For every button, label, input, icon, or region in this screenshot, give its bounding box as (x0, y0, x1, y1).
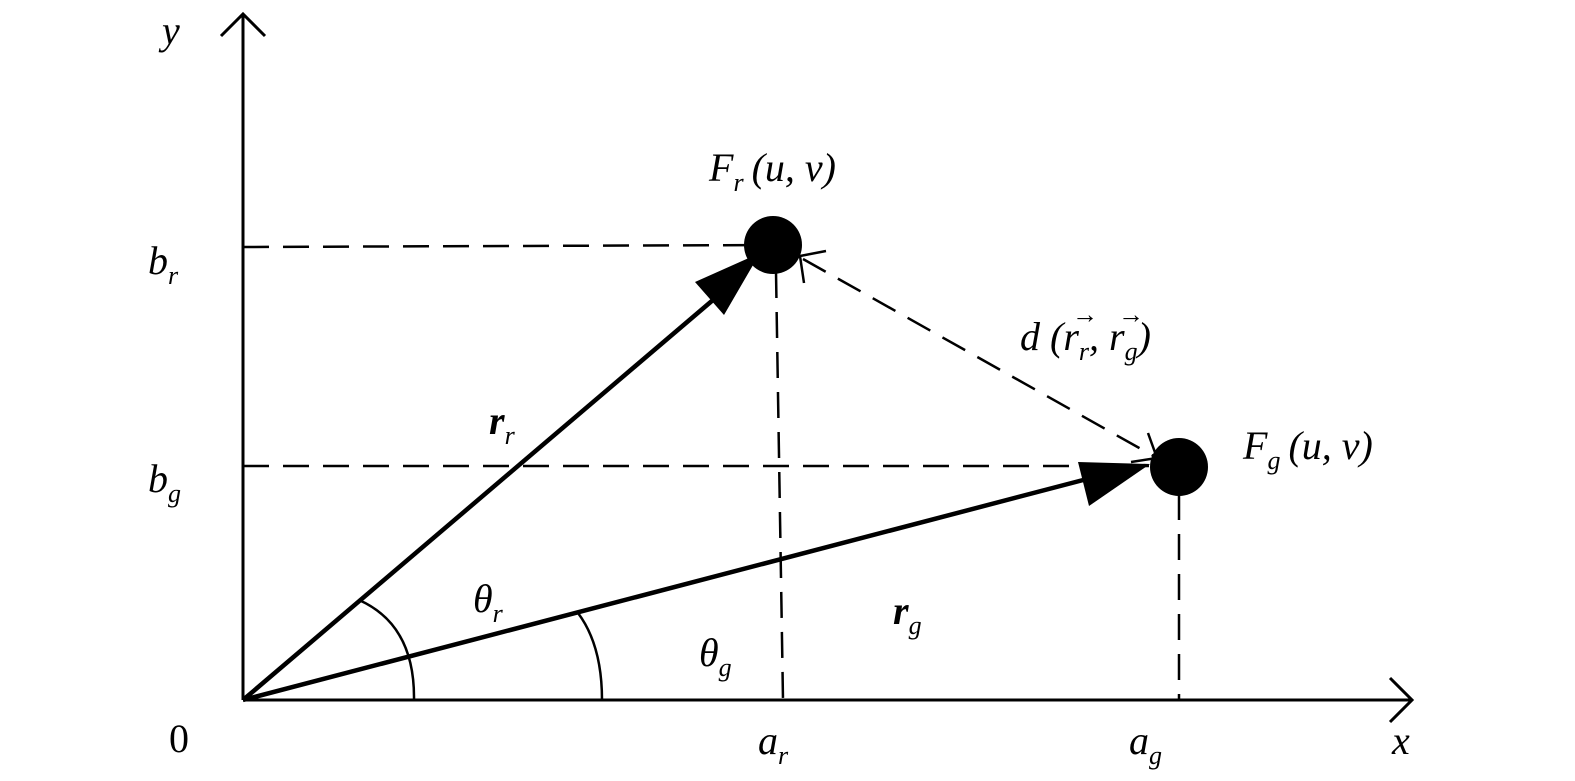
vector-rr-arrowhead (695, 253, 760, 315)
projection-lines (242, 243, 1181, 701)
y-axis-arrowhead (219, 11, 267, 38)
angle-arcs (358, 598, 604, 701)
theta-r-sub: r (493, 599, 504, 628)
ar-dashed-line (774, 271, 785, 701)
bg-main: b (148, 456, 168, 501)
fr-args: (u, v) (752, 145, 836, 190)
distance-vector-arrow-r1: → (1072, 300, 1098, 329)
ag-main: a (1129, 718, 1149, 763)
points (744, 216, 1208, 496)
x-axis-label: x (1391, 718, 1410, 763)
distance-s2: g (1125, 337, 1138, 366)
tick-ar-label: ar (758, 718, 789, 770)
ag-sub: g (1149, 741, 1162, 770)
theta-r-arc (358, 598, 416, 701)
vector-rr-label: rr (489, 398, 516, 450)
rr-main: r (489, 398, 505, 443)
fg-main: F (1242, 423, 1268, 468)
ar-sub: r (778, 741, 789, 770)
br-main: b (148, 238, 168, 283)
angle-theta-g-label: θg (699, 630, 732, 682)
origin-label: 0 (169, 716, 189, 761)
vector-rg-label: rg (893, 588, 922, 640)
distance-r2: r (1109, 314, 1125, 359)
vectors (241, 253, 1150, 703)
distance-r1: r (1063, 314, 1079, 359)
rg-sub: g (909, 611, 922, 640)
bg-sub: g (168, 479, 181, 508)
rg-main: r (893, 588, 909, 633)
rr-sub: r (505, 421, 516, 450)
theta-g-sub: g (719, 653, 732, 682)
distance-s1: r (1079, 337, 1090, 366)
br-sub: r (168, 261, 179, 290)
distance-vector-arrow-r2: → (1118, 300, 1144, 329)
point-fg (1150, 438, 1208, 496)
fg-sub: g (1267, 446, 1280, 475)
distance-label: d (rr, rg) (1020, 314, 1151, 366)
br-dashed-line (242, 243, 774, 249)
distance-arrowhead-fr (798, 249, 827, 284)
y-axis-label: y (158, 8, 180, 53)
distance-prefix: d ( (1020, 314, 1066, 359)
theta-g-main: θ (699, 630, 719, 675)
point-fg-label: Fg (u, v) (1242, 423, 1373, 475)
vector-rr-line (241, 275, 742, 702)
fr-main: F (708, 145, 734, 190)
axes (219, 11, 1415, 724)
theta-r-main: θ (473, 576, 493, 621)
vector-rg-line (242, 470, 1111, 703)
distance-comma: , (1089, 314, 1109, 359)
theta-g-arc (576, 612, 604, 701)
ar-main: a (758, 718, 778, 763)
fg-args: (u, v) (1288, 423, 1372, 468)
fr-sub: r (733, 168, 744, 197)
point-fr (744, 216, 802, 274)
tick-ag-label: ag (1129, 718, 1162, 770)
tick-br-label: br (148, 238, 179, 290)
vector-rg-arrowhead (1078, 462, 1150, 506)
distance-dashed-line (802, 257, 1158, 460)
point-fr-label: Fr (u, v) (708, 145, 836, 197)
distance-suffix: ) (1136, 314, 1151, 359)
x-axis-arrowhead (1388, 676, 1415, 724)
angle-theta-r-label: θr (473, 576, 504, 628)
tick-bg-label: bg (148, 456, 181, 508)
